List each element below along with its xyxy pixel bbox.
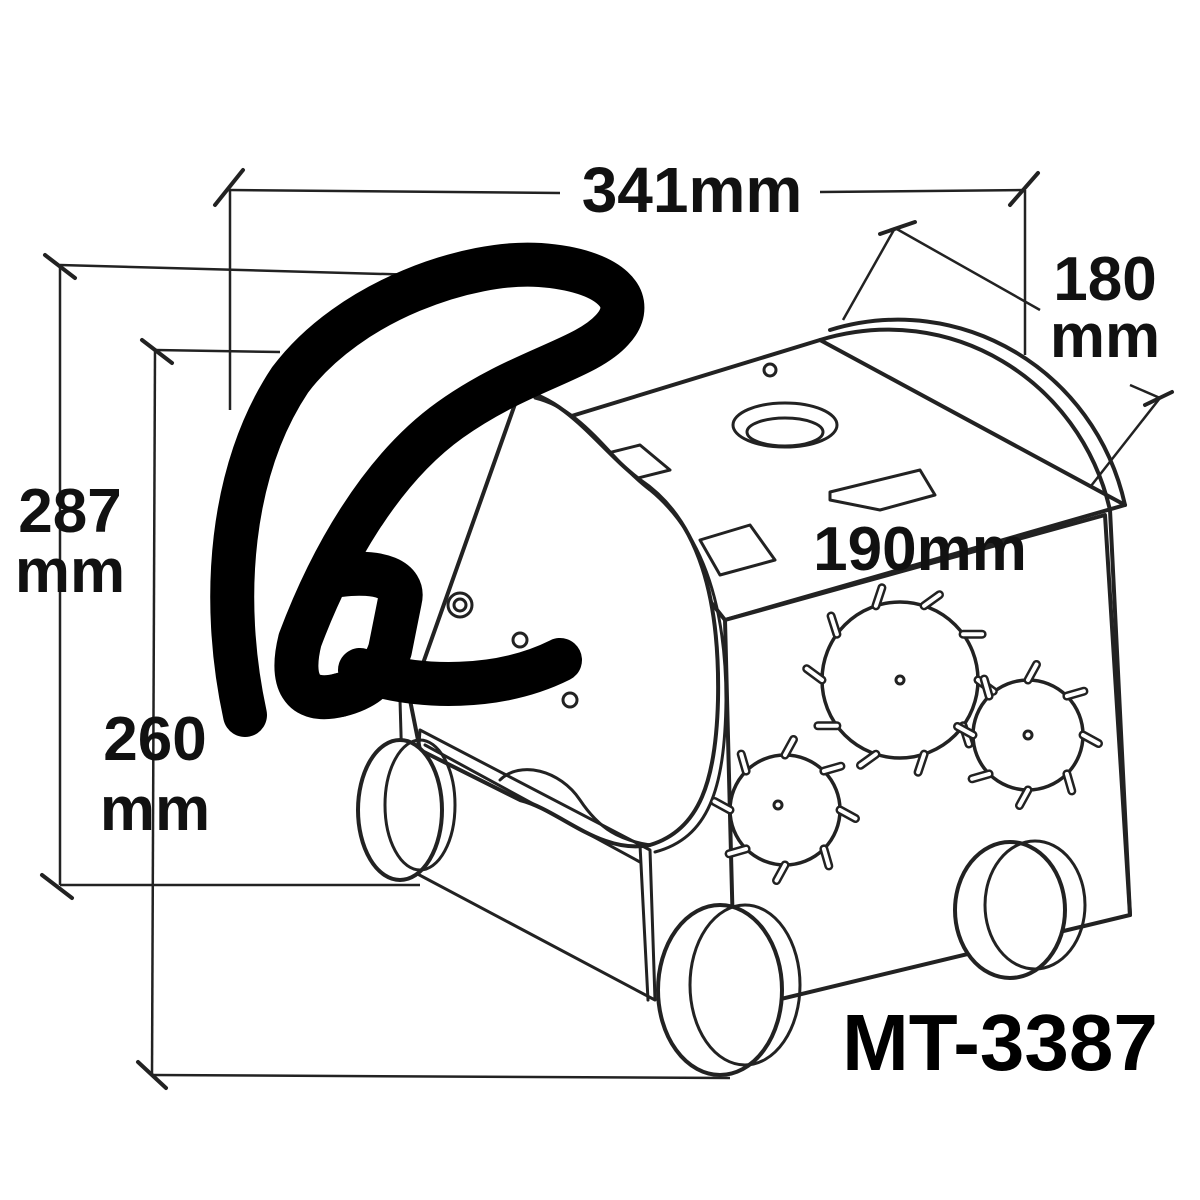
depth-label: 180: [1053, 245, 1156, 314]
wheel-rear-left: [356, 738, 457, 882]
cutter-tooth-highlight: [829, 614, 839, 637]
model-number: MT-3387: [842, 998, 1158, 1087]
cutter-tooth-highlight: [727, 846, 749, 856]
cutter-tooth-highlight: [970, 771, 992, 781]
cutter-tooth-highlight: [955, 724, 975, 737]
cutter-tooth-highlight: [739, 752, 749, 774]
cutter-tooth-highlight: [804, 666, 824, 682]
cutter-teeth: [710, 583, 1103, 885]
depth-unit-label: mm: [1050, 302, 1160, 371]
inner-depth-label: 190mm: [813, 515, 1027, 584]
cutter-tooth-highlight: [774, 863, 787, 883]
cutter-tooth-highlight: [922, 592, 942, 608]
cutter-tooth-highlight: [821, 846, 831, 868]
wheel-front-right: [953, 839, 1087, 980]
cutter-tooth-highlight: [821, 764, 843, 774]
dimension-labels: 341mm 180 mm 190mm 287 mm 260 mm: [15, 154, 1160, 844]
handle: [210, 242, 645, 737]
cutter-tooth-highlight: [858, 752, 878, 768]
cutter-tooth-highlight: [838, 808, 858, 821]
cutter-bits: [710, 583, 1103, 885]
cutter-tooth-highlight: [712, 799, 732, 812]
height-total-unit-label: mm: [15, 537, 125, 606]
cutter-tooth-highlight: [1017, 788, 1030, 808]
cutter-tooth-highlight: [1081, 733, 1101, 746]
height-body-unit-label: mm: [100, 775, 210, 844]
cutter-tooth-highlight: [1026, 662, 1039, 682]
cutter-tooth-highlight: [1064, 689, 1086, 699]
wheels: [356, 738, 1087, 1077]
wheel-front-left: [656, 903, 802, 1077]
cutter-tooth-highlight: [982, 677, 992, 699]
cutter-tooth-highlight: [783, 737, 796, 757]
height-total-label: 287: [18, 477, 121, 546]
cutter-tooth-highlight: [873, 585, 884, 608]
height-body-label: 260: [103, 705, 206, 774]
cutter-bit-large: [820, 600, 980, 760]
cutter-tooth-highlight: [1064, 771, 1074, 793]
width-label: 341mm: [582, 154, 803, 226]
cutter-tooth-highlight: [916, 752, 927, 775]
